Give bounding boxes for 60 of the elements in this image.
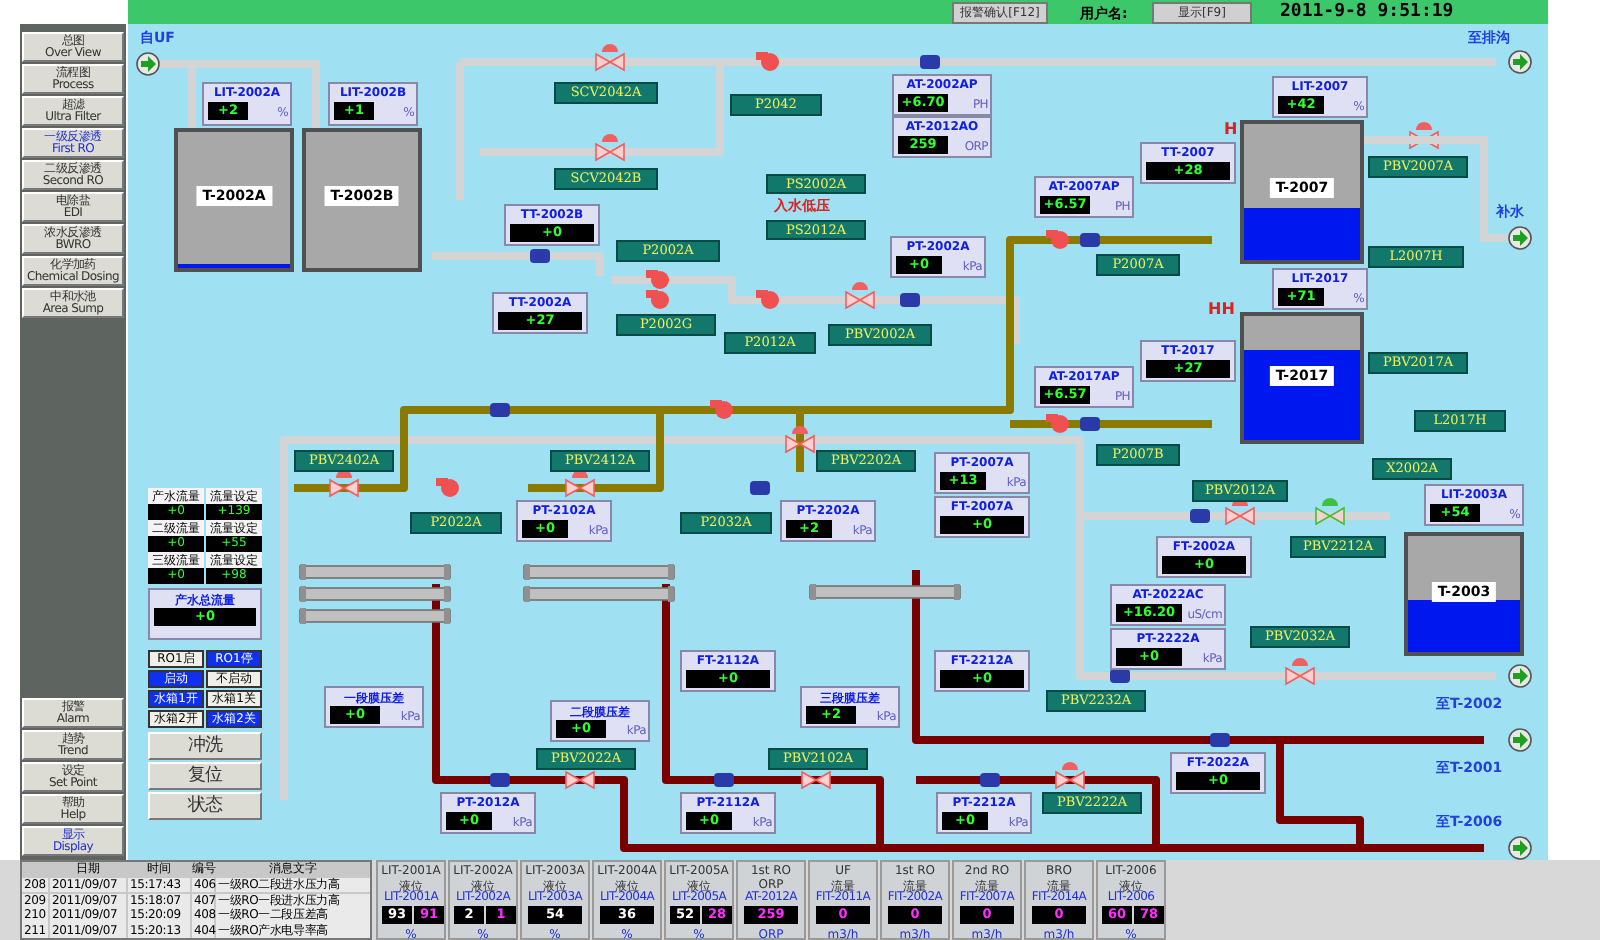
instrument-panel <box>1156 536 1252 578</box>
instrument-panel <box>892 74 992 116</box>
instrument-panel <box>492 292 588 334</box>
instrument-panel <box>148 588 262 640</box>
instrument-panel <box>680 650 776 692</box>
instrument-panel <box>328 82 418 126</box>
gauge-panel <box>736 860 806 940</box>
flow-direction-icon <box>1508 664 1532 688</box>
flow-direction-icon <box>1508 226 1532 250</box>
instrument-panel <box>1034 366 1134 408</box>
command-button: 状态 <box>148 792 262 820</box>
instrument-panel <box>550 700 650 742</box>
flow-direction-icon <box>1508 728 1532 752</box>
gauge-panel <box>880 860 950 940</box>
instrument-panel <box>516 500 612 542</box>
instrument-panel <box>1140 142 1236 184</box>
gauge-panel <box>808 860 878 940</box>
flow-direction-icon <box>1508 836 1532 860</box>
clock-display: 2011-9-8 9:51:19 <box>1280 2 1454 22</box>
tank <box>174 128 294 272</box>
flow-direction-icon <box>136 52 160 76</box>
instrument-panel <box>1170 752 1266 794</box>
gauge-panel <box>520 860 590 940</box>
tank <box>1404 532 1524 656</box>
gauge-panel <box>376 860 446 940</box>
alarm-marker: H <box>1224 120 1238 138</box>
instrument-panel <box>1272 268 1368 310</box>
instrument-panel <box>1140 340 1236 382</box>
tank <box>302 128 422 272</box>
command-button: 复位 <box>148 762 262 790</box>
gauge-panel <box>952 860 1022 940</box>
instrument-panel <box>202 82 292 126</box>
gauge-panel <box>592 860 662 940</box>
instrument-panel <box>934 496 1030 538</box>
instrument-panel <box>780 500 876 542</box>
instrument-panel <box>1110 628 1226 670</box>
alarm-marker: HH <box>1208 300 1235 318</box>
instrument-panel <box>1034 176 1134 218</box>
instrument-panel <box>1424 484 1524 526</box>
tank <box>1240 120 1364 264</box>
instrument-panel <box>1110 584 1226 626</box>
flow-direction-icon <box>1508 50 1532 74</box>
instrument-panel <box>890 236 986 278</box>
instrument-panel <box>324 686 424 728</box>
gauge-panel <box>664 860 734 940</box>
instrument-panel <box>1272 76 1368 118</box>
instrument-panel <box>934 452 1030 494</box>
command-button: 冲洗 <box>148 732 262 760</box>
instrument-panel <box>892 116 992 158</box>
instrument-panel <box>440 792 536 834</box>
gauge-panel <box>1096 860 1166 940</box>
gauge-panel <box>448 860 518 940</box>
tank <box>1240 312 1364 444</box>
instrument-panel <box>680 792 776 834</box>
instrument-panel <box>934 650 1030 692</box>
pipe <box>1364 136 1508 242</box>
instrument-panel <box>504 204 600 246</box>
instrument-panel <box>800 686 900 728</box>
gauge-panel <box>1024 860 1094 940</box>
instrument-panel <box>936 792 1032 834</box>
